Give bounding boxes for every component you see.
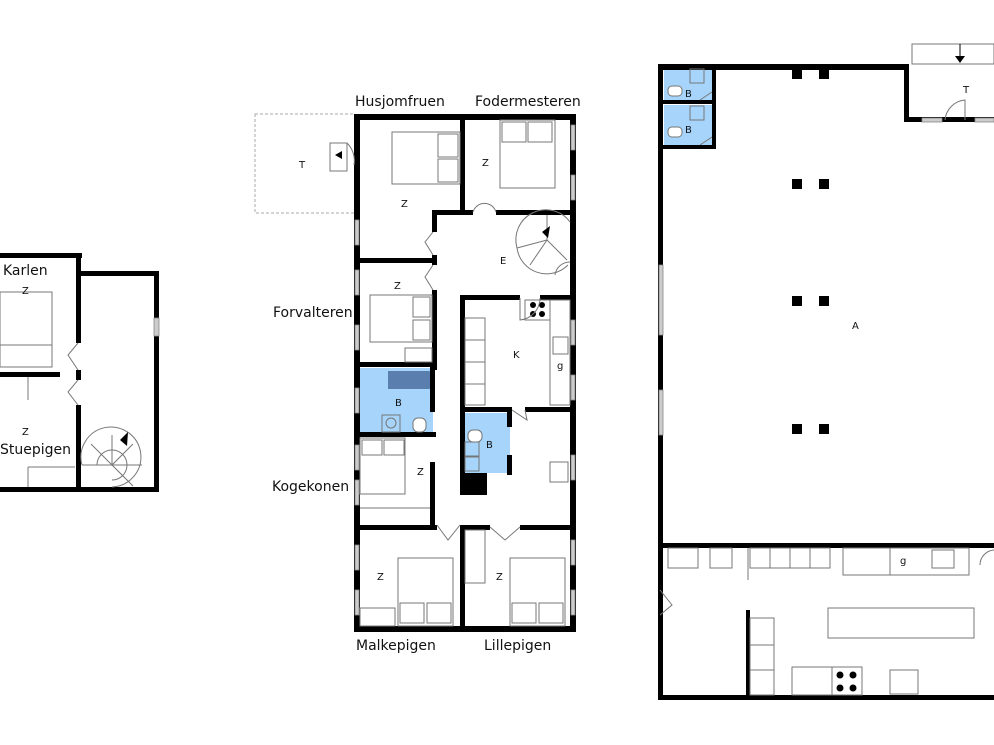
room-name-forvalteren: Forvalteren xyxy=(273,305,353,321)
bathroom-2 xyxy=(465,413,510,473)
room-label: Z xyxy=(482,158,489,169)
room-label: Z xyxy=(496,572,503,583)
left-plan: Karlen Z Z Stuepigen xyxy=(0,253,160,492)
middle-plan: Husjomfruen Fodermesteren Forvalteren Ko… xyxy=(254,94,581,654)
room-label: B xyxy=(486,440,493,451)
room-label: E xyxy=(500,256,506,267)
room-name-lillepigen: Lillepigen xyxy=(484,638,551,654)
right-plan: B B T A g xyxy=(658,43,994,700)
room-label: B xyxy=(395,398,402,409)
room-label: Z xyxy=(401,199,408,210)
room-label: Z xyxy=(22,286,29,297)
room-name-karlen: Karlen xyxy=(3,263,48,279)
room-label: T xyxy=(962,85,970,96)
room-label: Z xyxy=(377,572,384,583)
spiral-stair xyxy=(80,426,142,488)
room-label: g xyxy=(900,556,906,567)
room-label: K xyxy=(513,350,520,361)
room-name-stuepigen: Stuepigen xyxy=(0,442,71,458)
room-label: Z xyxy=(394,281,401,292)
room-label: T xyxy=(298,160,306,171)
room-label: g xyxy=(557,361,563,372)
spiral-stair xyxy=(515,209,571,275)
pillars xyxy=(792,69,829,434)
room-label: B xyxy=(685,125,692,136)
room-label: A xyxy=(852,321,859,332)
room-label: Z xyxy=(22,427,29,438)
room-name-malkepigen: Malkepigen xyxy=(356,638,436,654)
room-label: Z xyxy=(417,467,424,478)
room-name-kogekonen: Kogekonen xyxy=(272,479,349,495)
room-name-fodermesteren: Fodermesteren xyxy=(475,94,581,110)
room-label: B xyxy=(685,89,692,100)
room-name-husjomfruen: Husjomfruen xyxy=(355,94,445,110)
